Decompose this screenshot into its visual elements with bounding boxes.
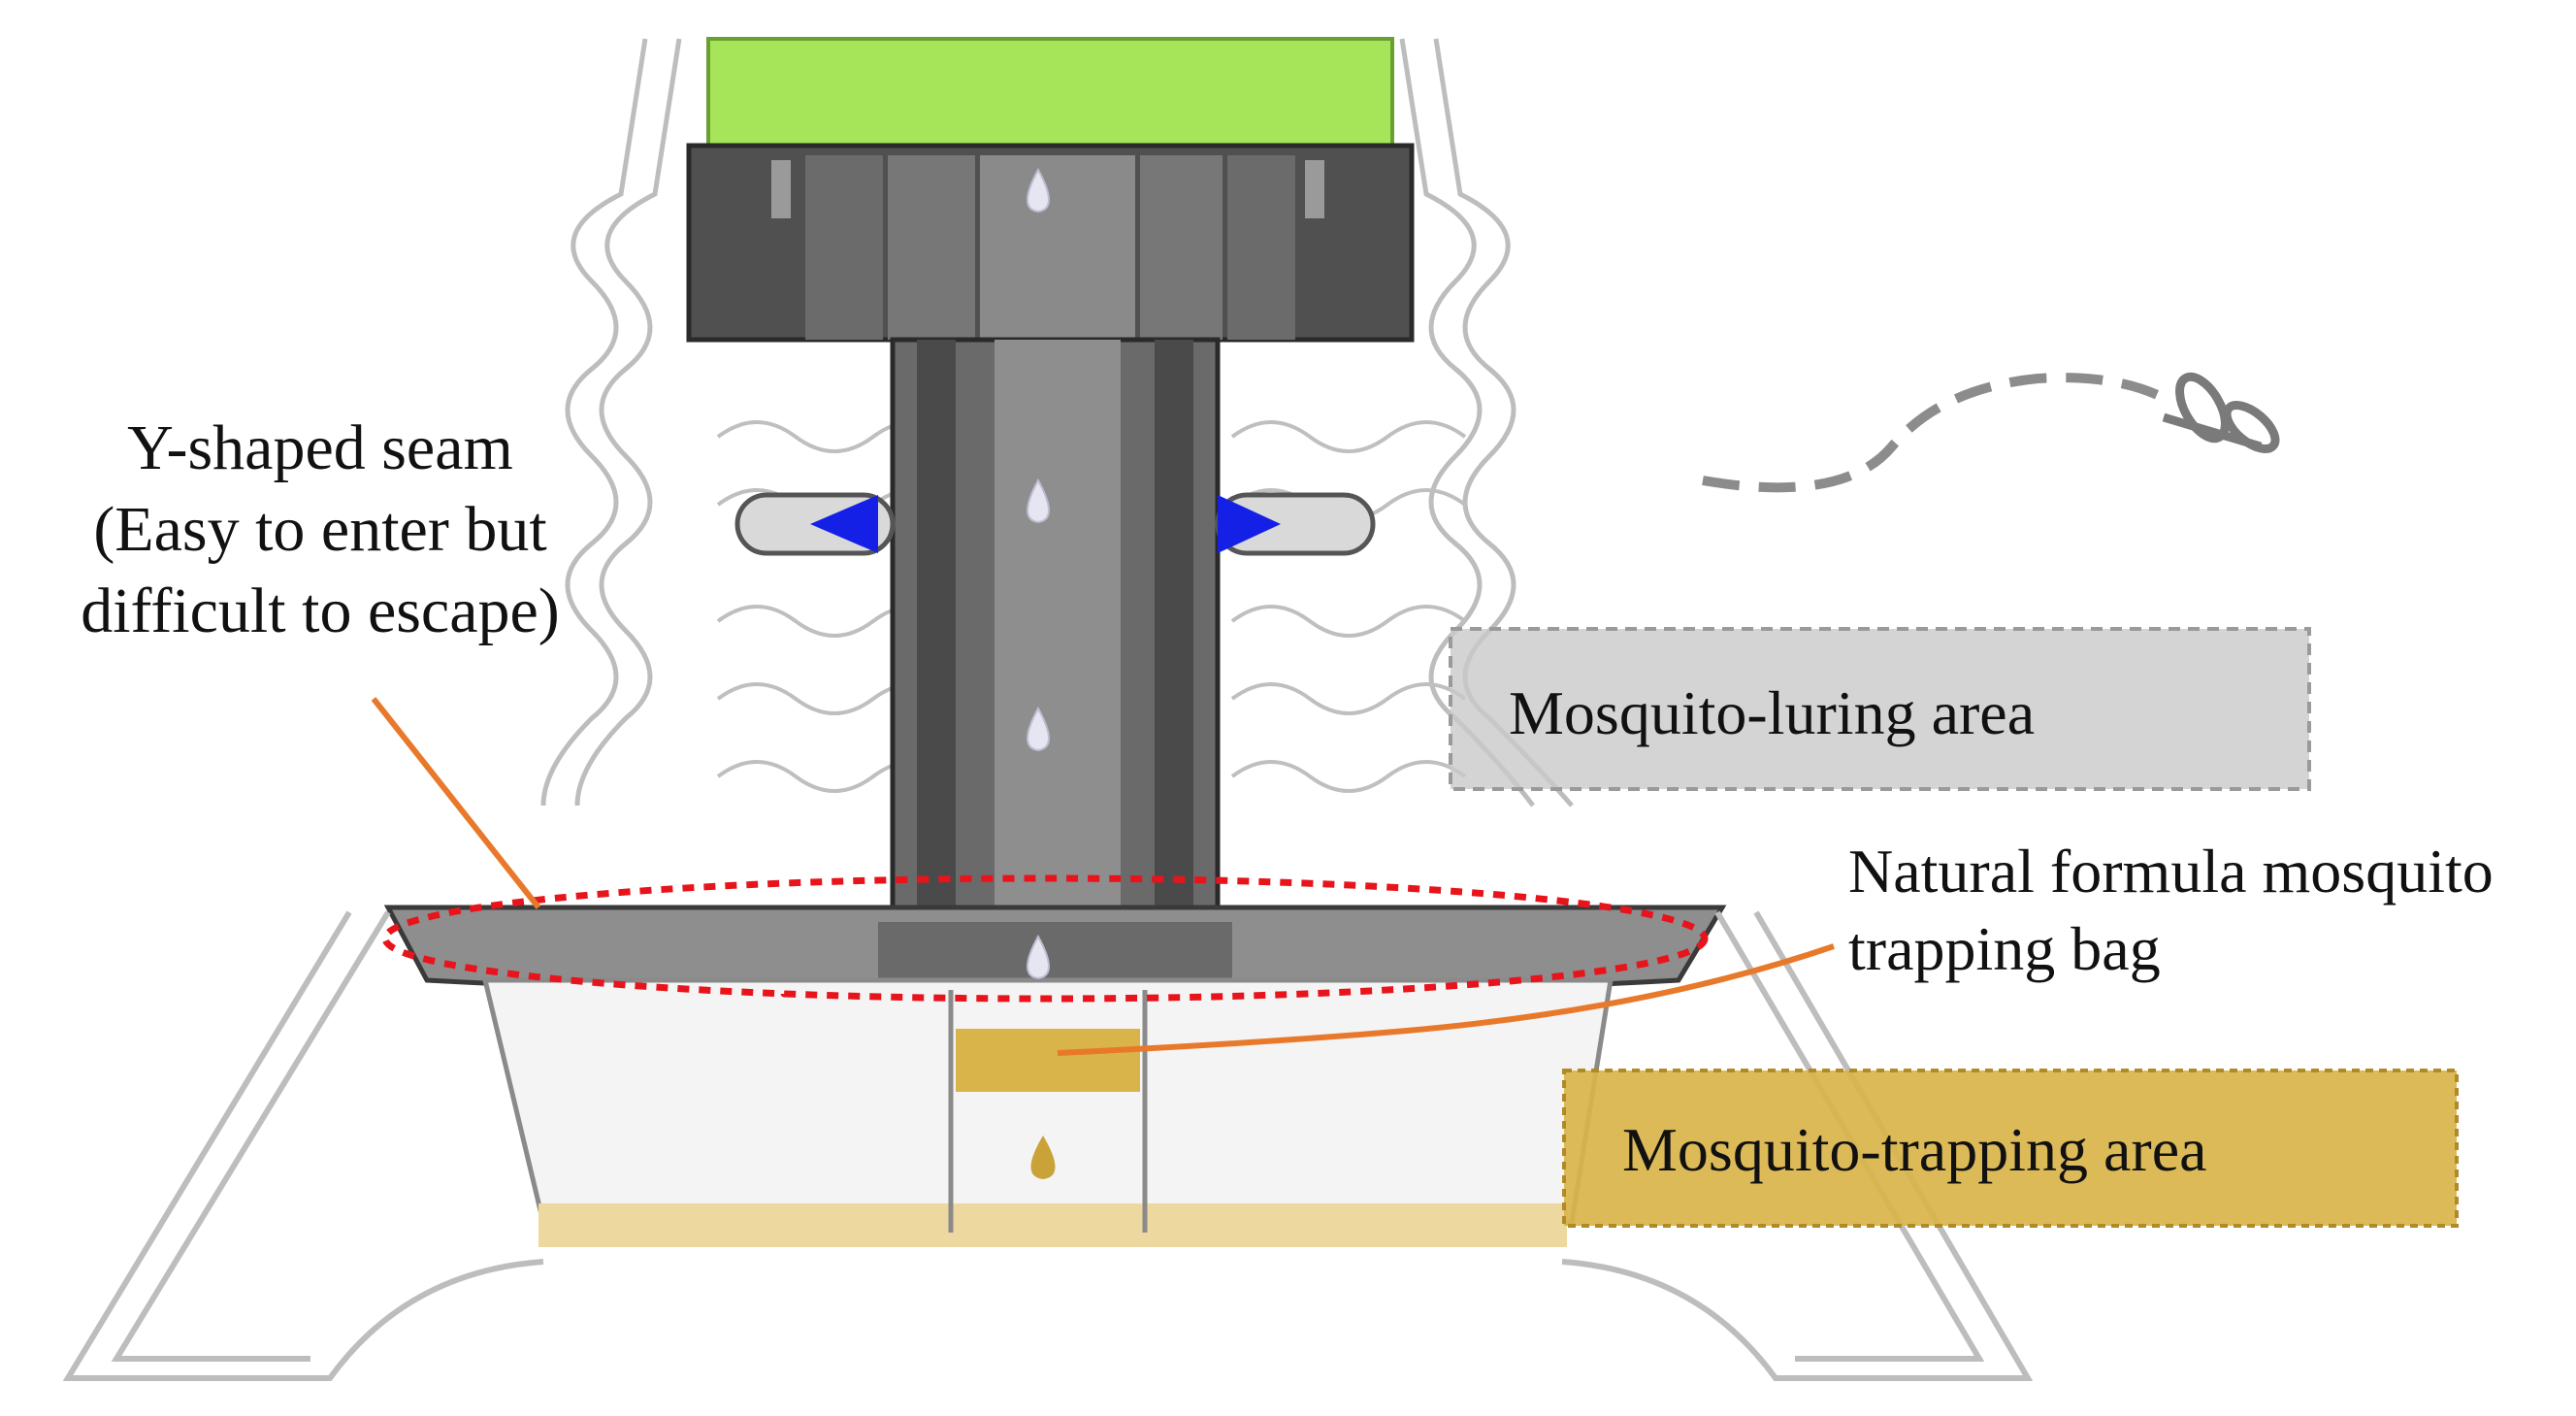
bait-drop-icon bbox=[1030, 1136, 1056, 1179]
y-seam-label-line1: Y-shaped seam bbox=[127, 412, 513, 483]
water-drop-icon bbox=[1027, 477, 1050, 524]
air-inlet-left bbox=[734, 492, 896, 556]
y-seam-ellipse bbox=[381, 874, 1709, 1003]
blue-arrow-icon bbox=[810, 495, 878, 553]
luring-area-label: Mosquito-luring area bbox=[1509, 678, 2036, 747]
central-column bbox=[890, 337, 1221, 935]
mosquito-flight-path bbox=[1702, 373, 2167, 493]
trapping-bag bbox=[956, 1029, 1140, 1092]
air-inlet-right bbox=[1215, 492, 1376, 556]
trapping-chamber bbox=[481, 977, 1614, 1247]
mosquito-icon bbox=[2162, 372, 2280, 453]
seam-leader-line bbox=[371, 697, 541, 909]
water-drops bbox=[1027, 167, 1050, 980]
water-drop-icon bbox=[1027, 706, 1050, 752]
y-seam-label-line3: difficult to escape) bbox=[81, 576, 560, 646]
trapping-bag-label-line2: trapping bag bbox=[1848, 914, 2161, 983]
y-seam-label: Y-shaped seam (Easy to enter but difficu… bbox=[0, 408, 640, 652]
bag-leader-line bbox=[1057, 943, 1835, 1056]
water-drop-icon bbox=[1027, 167, 1050, 214]
trapping-bag-label: Natural formula mosquito trapping bag bbox=[1848, 833, 2494, 988]
blue-arrow-icon bbox=[1218, 495, 1281, 553]
y-seam-label-line2: (Easy to enter but bbox=[93, 494, 547, 565]
trapping-area-box bbox=[1562, 1069, 2459, 1228]
luring-area-box bbox=[1449, 627, 2311, 791]
stand-legs bbox=[62, 910, 2034, 1381]
trapping-area-label: Mosquito-trapping area bbox=[1622, 1115, 2207, 1184]
dark-housing bbox=[686, 143, 1415, 343]
trapping-bag-label-line1: Natural formula mosquito bbox=[1848, 837, 2494, 906]
water-drop-icon bbox=[1027, 934, 1050, 980]
